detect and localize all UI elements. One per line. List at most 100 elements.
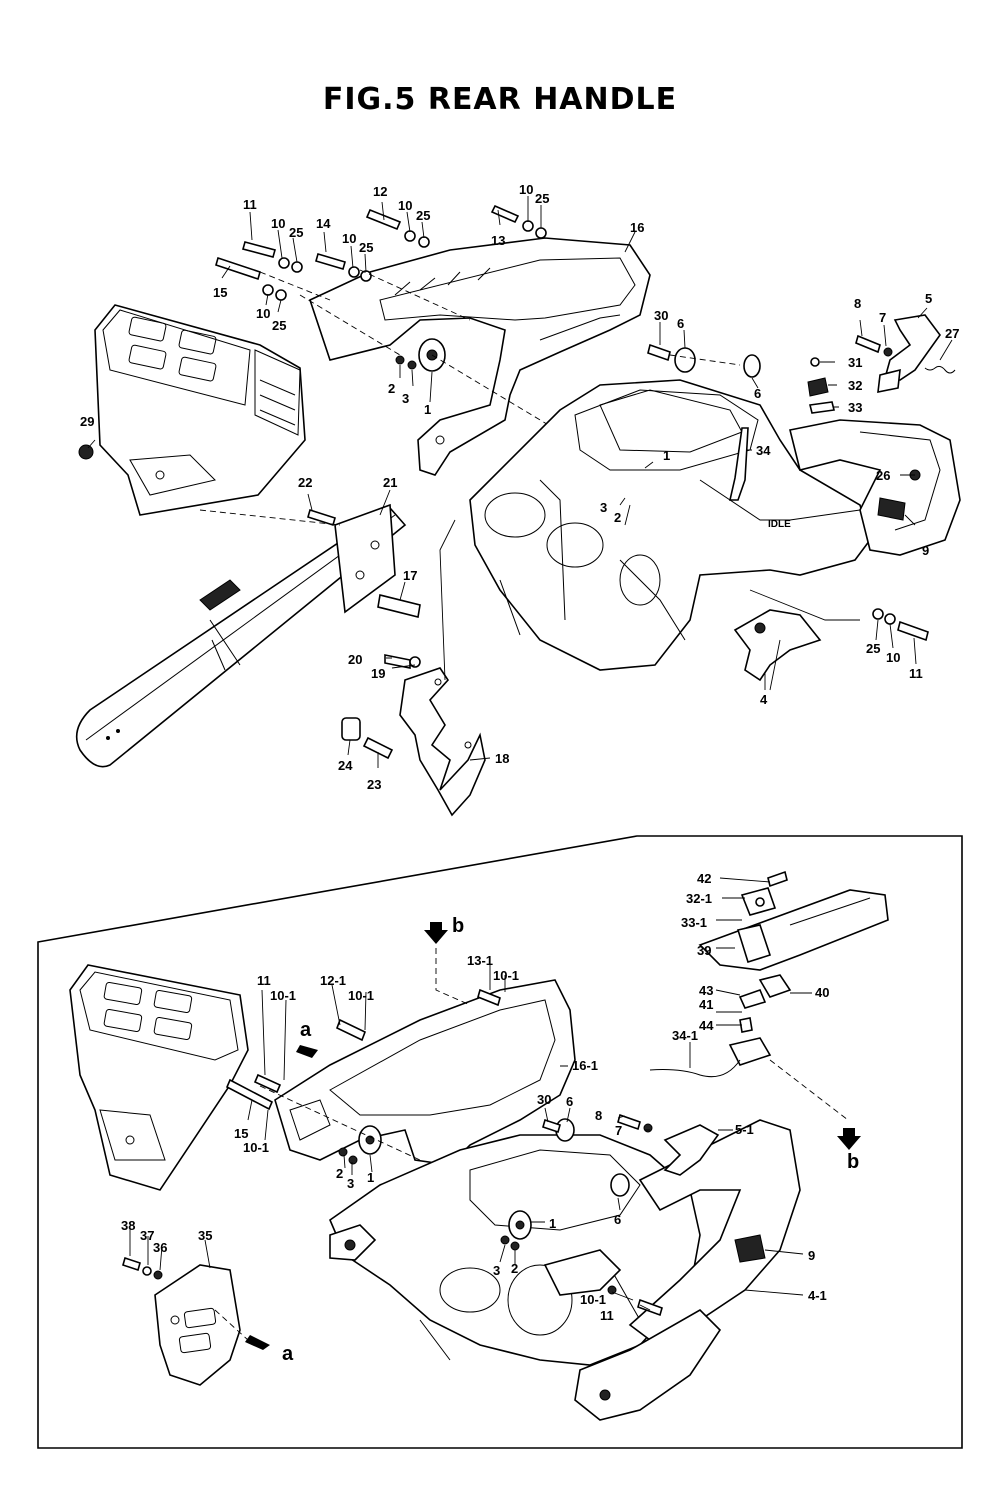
arrow-a-icon <box>296 1045 318 1058</box>
callout-15: 15 <box>234 1126 248 1141</box>
callout-23: 23 <box>367 777 381 792</box>
callout-1: 1 <box>663 448 670 463</box>
callout-10-1: 10-1 <box>580 1292 606 1307</box>
callout-a: a <box>282 1343 294 1365</box>
callout-25: 25 <box>535 191 549 206</box>
callout-34-1: 34-1 <box>672 1028 698 1043</box>
callout-11: 11 <box>243 197 257 212</box>
callout-14: 14 <box>316 216 331 231</box>
callout-b: b <box>847 1151 859 1173</box>
throttle-trigger <box>807 314 956 414</box>
callout-10-1: 10-1 <box>493 968 519 983</box>
idle-marking: IDLE <box>768 519 791 530</box>
callout-44: 44 <box>699 1018 714 1033</box>
callout-16-1: 16-1 <box>572 1058 598 1073</box>
top-exploded-view: IDLE <box>75 196 961 817</box>
callout-7: 7 <box>615 1123 622 1138</box>
callout-37: 37 <box>140 1228 154 1243</box>
callout-6: 6 <box>754 386 761 401</box>
throttle-lockout-assembly <box>649 870 889 1078</box>
callout-39: 39 <box>697 943 711 958</box>
callout-4-1: 4-1 <box>808 1288 827 1303</box>
arrow-a-icon <box>245 1335 270 1350</box>
callout-3: 3 <box>600 500 607 515</box>
callout-15: 15 <box>213 285 227 300</box>
callout-6: 6 <box>677 316 684 331</box>
handle-frame <box>309 237 651 476</box>
callout-25: 25 <box>289 225 303 240</box>
callout-10: 10 <box>342 231 356 246</box>
callout-10-1: 10-1 <box>243 1140 269 1155</box>
engine-housing: IDLE <box>469 379 871 671</box>
callout-6: 6 <box>566 1094 573 1109</box>
callout-19: 19 <box>371 666 385 681</box>
callout-12: 12 <box>373 184 387 199</box>
callout-17: 17 <box>403 568 417 583</box>
callout-11: 11 <box>257 973 271 988</box>
callout-29: 29 <box>80 414 94 429</box>
callout-b: b <box>452 915 464 937</box>
callout-25: 25 <box>272 318 286 333</box>
callout-35: 35 <box>198 1228 212 1243</box>
callout-38: 38 <box>121 1218 135 1233</box>
callout-2: 2 <box>511 1261 518 1276</box>
callout-1: 1 <box>424 402 431 417</box>
callout-24: 24 <box>338 758 353 773</box>
callout-10: 10 <box>271 216 285 231</box>
callout-41: 41 <box>699 997 713 1012</box>
callout-2: 2 <box>614 510 621 525</box>
callout-10-1: 10-1 <box>270 988 296 1003</box>
bar-plate <box>307 503 421 618</box>
callout-13-1: 13-1 <box>467 953 493 968</box>
callout-3: 3 <box>402 391 409 406</box>
callout-34: 34 <box>756 443 771 458</box>
callout-21: 21 <box>383 475 397 490</box>
arrow-b-icon <box>424 922 448 944</box>
callout-33: 33 <box>848 400 862 415</box>
callout-20: 20 <box>348 652 362 667</box>
bumper-spike <box>399 667 486 817</box>
callout-40: 40 <box>815 985 829 1000</box>
callout-1: 1 <box>367 1170 374 1185</box>
callout-5: 5 <box>925 291 932 306</box>
callout-36: 36 <box>153 1240 167 1255</box>
callout-42: 42 <box>697 871 711 886</box>
callout-30: 30 <box>537 1092 551 1107</box>
callout-25: 25 <box>416 208 430 223</box>
callout-25: 25 <box>866 641 880 656</box>
callout-10: 10 <box>886 650 900 665</box>
rear-grip <box>789 419 961 556</box>
callout-32: 32 <box>848 378 862 393</box>
callout-8: 8 <box>595 1108 602 1123</box>
callout-9: 9 <box>922 543 929 558</box>
figure-title: FIG.5 REAR HANDLE <box>322 82 678 117</box>
callout-5-1: 5-1 <box>735 1122 754 1137</box>
bottom-exploded-view <box>69 870 889 1421</box>
callout-10: 10 <box>519 182 533 197</box>
callout-3: 3 <box>347 1176 354 1191</box>
callout-32-1: 32-1 <box>686 891 712 906</box>
callout-10-1: 10-1 <box>348 988 374 1003</box>
callout-2: 2 <box>388 381 395 396</box>
callout-1: 1 <box>549 1216 556 1231</box>
callout-26: 26 <box>876 468 890 483</box>
callout-30: 30 <box>654 308 668 323</box>
callout-4: 4 <box>760 692 768 707</box>
bottom-callouts: 42 32-1 33-1 39 43 41 44 40 34-1 b b 13-… <box>121 871 859 1365</box>
callout-27: 27 <box>945 326 959 341</box>
callout-2: 2 <box>336 1166 343 1181</box>
callout-6: 6 <box>614 1212 621 1227</box>
callout-10: 10 <box>256 306 270 321</box>
callout-10: 10 <box>398 198 412 213</box>
callout-7: 7 <box>879 310 886 325</box>
callout-a: a <box>300 1019 312 1041</box>
callout-8: 8 <box>854 296 861 311</box>
callout-12-1: 12-1 <box>320 973 346 988</box>
callout-16: 16 <box>630 220 644 235</box>
arrow-b-icon <box>837 1128 861 1150</box>
callout-33-1: 33-1 <box>681 915 707 930</box>
callout-9: 9 <box>808 1248 815 1263</box>
sprocket-cover <box>94 304 306 516</box>
